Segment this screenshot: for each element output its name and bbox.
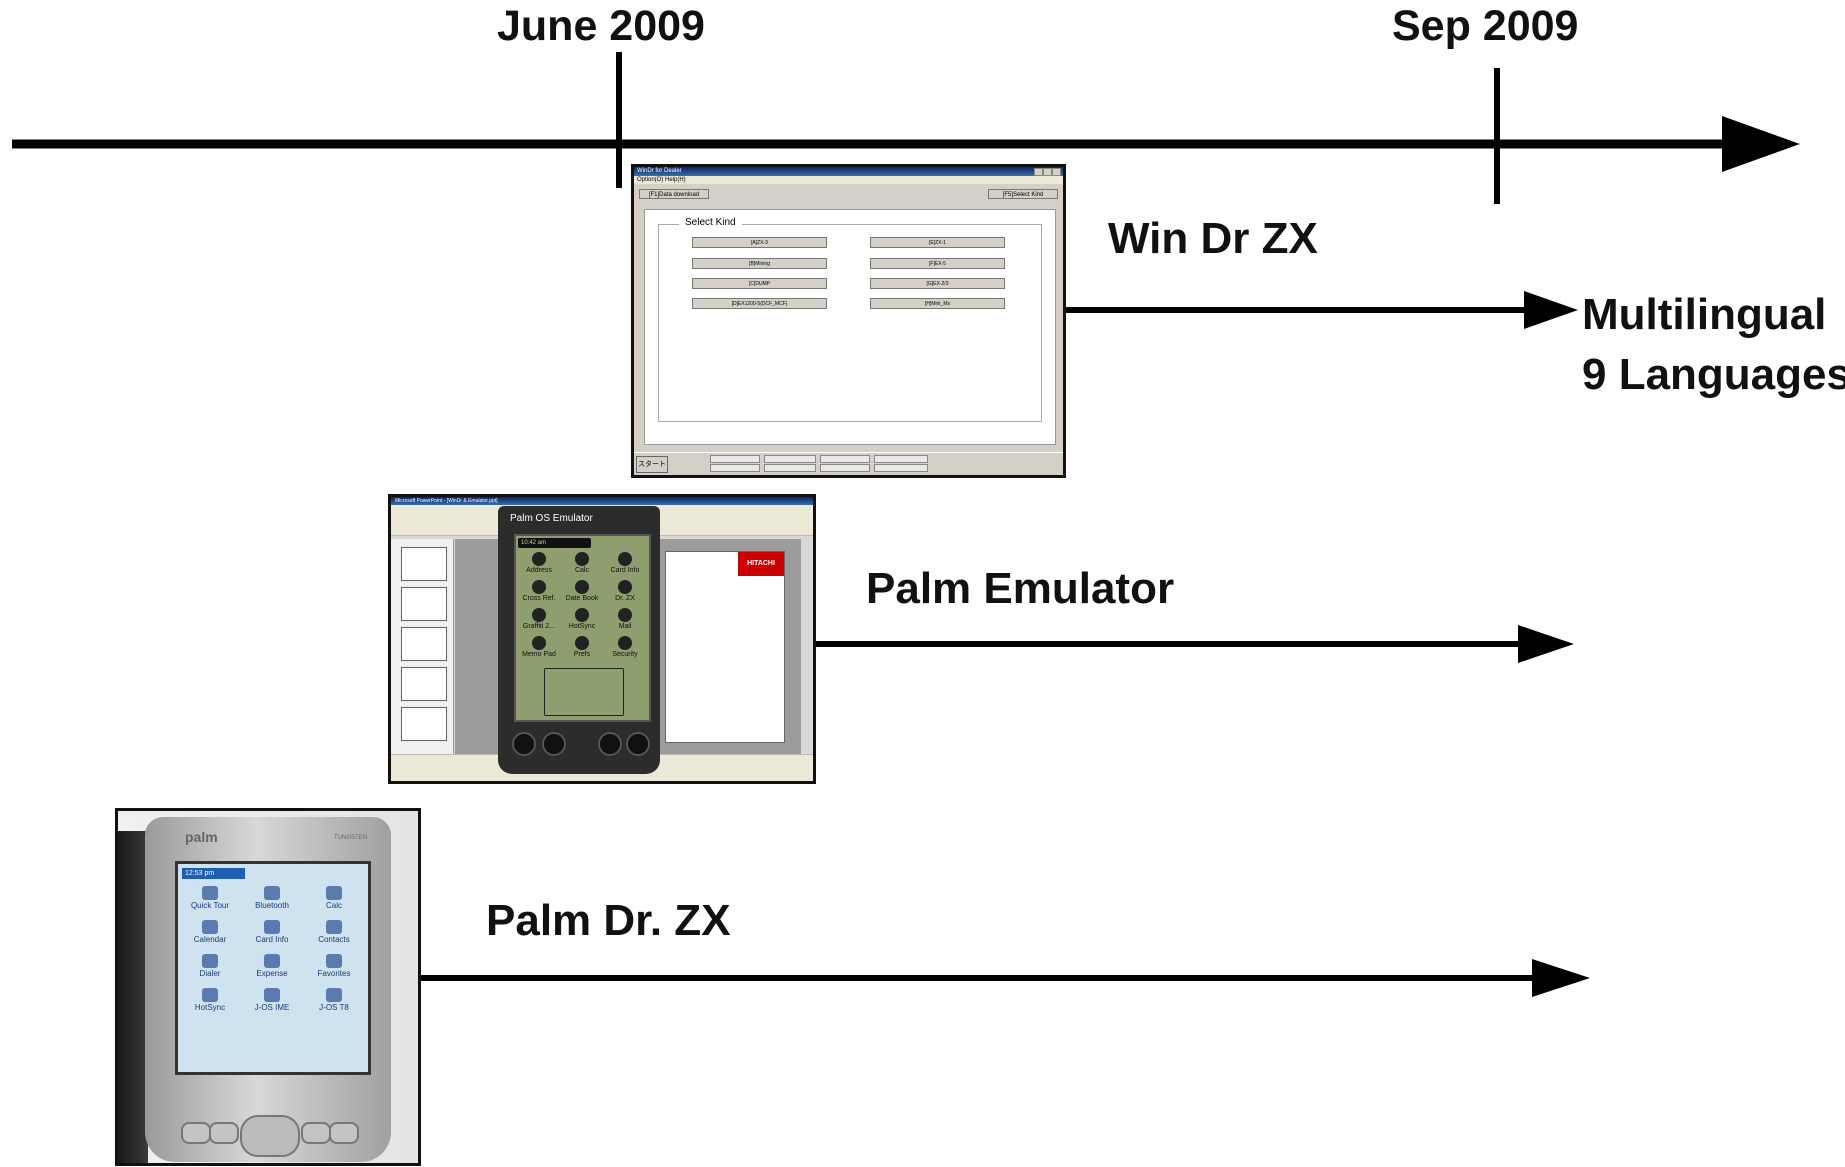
app-icon-calc: Calc [561, 552, 603, 574]
taskbar-item [710, 455, 760, 463]
app-icon-expense: Expense [244, 954, 300, 978]
five-way-nav-icon [240, 1115, 300, 1157]
hardware-button-icon [209, 1122, 239, 1144]
ppt-slide: HITACHI [665, 551, 785, 743]
app-icon-calc: Calc [306, 886, 362, 910]
date-label-sep-2009: Sep 2009 [1392, 2, 1579, 50]
taskbar-item [710, 464, 760, 472]
taskbar-item [820, 455, 870, 463]
app-icon-bluetooth: Bluetooth [244, 886, 300, 910]
app-icon-date-book: Date Book [561, 580, 603, 602]
emulator-screen: 10:42 am Address Calc Card Info Cross Re… [514, 534, 651, 722]
kind-button: [D]EX1200-5(DCF_MCF) [692, 298, 827, 309]
hardware-button-icon [301, 1122, 331, 1144]
close-icon [1052, 168, 1061, 176]
hardware-button-icon [181, 1122, 211, 1144]
hardware-button-icon [542, 732, 566, 756]
track-label-win-dr-zx: Win Dr ZX [1108, 214, 1318, 263]
taskbar-item [764, 455, 816, 463]
slide-thumbnail [401, 707, 447, 741]
device-clock: 12:53 pm [182, 868, 245, 879]
kind-button: [A]ZX-3 [692, 237, 827, 248]
track-label-palm-dr-zx: Palm Dr. ZX [486, 896, 731, 945]
win-dr-panel: Select Kind [A]ZX-3 [E]ZX-1 [B]Mining [F… [644, 209, 1056, 445]
kind-button: [G]EX-2/3 [870, 278, 1005, 289]
hardware-button-icon [626, 732, 650, 756]
win-taskbar: スタート [634, 452, 1063, 475]
app-icon-card-info: Card Info [244, 920, 300, 944]
device-screen: 12:53 pm Quick Tour Bluetooth Calc Calen… [175, 861, 371, 1075]
data-download-button: [F1]Data download [639, 189, 709, 199]
emulator-clock: 10:42 am [518, 538, 591, 548]
app-icon-hotsync: HotSync [561, 608, 603, 630]
kind-button: [B]Mining [692, 258, 827, 269]
hardware-button-icon [512, 732, 536, 756]
taskbar-item [874, 464, 928, 472]
app-icon-card-info: Card Info [604, 552, 646, 574]
minimize-icon [1034, 168, 1043, 176]
device-model: TUNGSTEN [334, 835, 367, 841]
kind-button: [H]Mini_Ms [870, 298, 1005, 309]
app-icon-calendar: Calendar [182, 920, 238, 944]
app-icon-memo-pad: Memo Pad [518, 636, 560, 658]
emulator-title: Palm OS Emulator [510, 513, 593, 524]
arrow-win-dr-zx-head [1524, 291, 1578, 329]
palm-emulator-window: Palm OS Emulator 10:42 am Address Calc C… [498, 506, 660, 774]
taskbar-item [764, 464, 816, 472]
select-kind-group: Select Kind [A]ZX-3 [E]ZX-1 [B]Mining [F… [658, 217, 1042, 422]
win-dr-menubar: Option(O) Help(H) [634, 176, 1063, 184]
kind-button: [F]EX-5 [870, 258, 1005, 269]
slide-thumbnail [401, 627, 447, 661]
palm-logo: palm [185, 829, 218, 845]
app-icon-graffiti: Graffiti 2... [518, 608, 560, 630]
palm-emulator-screenshot: Microsoft PowerPoint - [WinDr & Emulator… [388, 494, 816, 784]
multilingual-label: Multilingual [1582, 290, 1827, 339]
app-icon-hotsync: HotSync [182, 988, 238, 1012]
kind-button: [C]DUMP [692, 278, 827, 289]
arrow-palm-emulator-head [1518, 625, 1574, 663]
timeline-arrowhead [1722, 116, 1800, 172]
app-icon-prefs: Prefs [561, 636, 603, 658]
app-icon-cross-ref: Cross Ref. [518, 580, 560, 602]
win-dr-title: WinDr for Dealer [637, 168, 682, 174]
ppt-titlebar: Microsoft PowerPoint - [WinDr & Emulator… [391, 497, 813, 505]
slide-thumbnail [401, 667, 447, 701]
app-icon-mail: Mail [604, 608, 646, 630]
ppt-slide-panel [391, 539, 454, 759]
slide-thumbnail [401, 587, 447, 621]
hardware-button-icon [329, 1122, 359, 1144]
slide-thumbnail [401, 547, 447, 581]
win-dr-screenshot: WinDr for Dealer Option(O) Help(H) [F1]D… [631, 164, 1066, 478]
select-kind-button: [F5]Select Kind [988, 189, 1058, 199]
date-label-june-2009: June 2009 [497, 2, 705, 50]
taskbar-item [874, 455, 928, 463]
app-icon-address: Address [518, 552, 560, 574]
arrow-palm-dr-zx-head [1532, 959, 1590, 997]
hitachi-logo: HITACHI [738, 552, 784, 576]
win-dr-titlebar: WinDr for Dealer [634, 167, 1063, 176]
hardware-button-icon [598, 732, 622, 756]
app-icon-contacts: Contacts [306, 920, 362, 944]
app-icon-security: Security [604, 636, 646, 658]
app-icon-dialer: Dialer [182, 954, 238, 978]
select-kind-title: Select Kind [679, 217, 742, 228]
app-icon-j-os-t8: J-OS T8 [306, 988, 362, 1012]
maximize-icon [1043, 168, 1052, 176]
kind-button: [E]ZX-1 [870, 237, 1005, 248]
app-icon-dr-zx: Dr. ZX [604, 580, 646, 602]
languages-label: 9 Languages [1582, 350, 1845, 399]
graffiti-area [544, 668, 624, 716]
app-icon-j-os-ime: J-OS IME [244, 988, 300, 1012]
track-label-palm-emulator: Palm Emulator [866, 564, 1175, 613]
palm-device-photo: palm TUNGSTEN 12:53 pm Quick Tour Blueto… [115, 808, 421, 1166]
start-button: スタート [636, 456, 668, 473]
device-strap [118, 831, 148, 1163]
taskbar-item [820, 464, 870, 472]
app-icon-favorites: Favorites [306, 954, 362, 978]
app-icon-quick-tour: Quick Tour [182, 886, 238, 910]
device-body: palm TUNGSTEN 12:53 pm Quick Tour Blueto… [145, 817, 391, 1162]
